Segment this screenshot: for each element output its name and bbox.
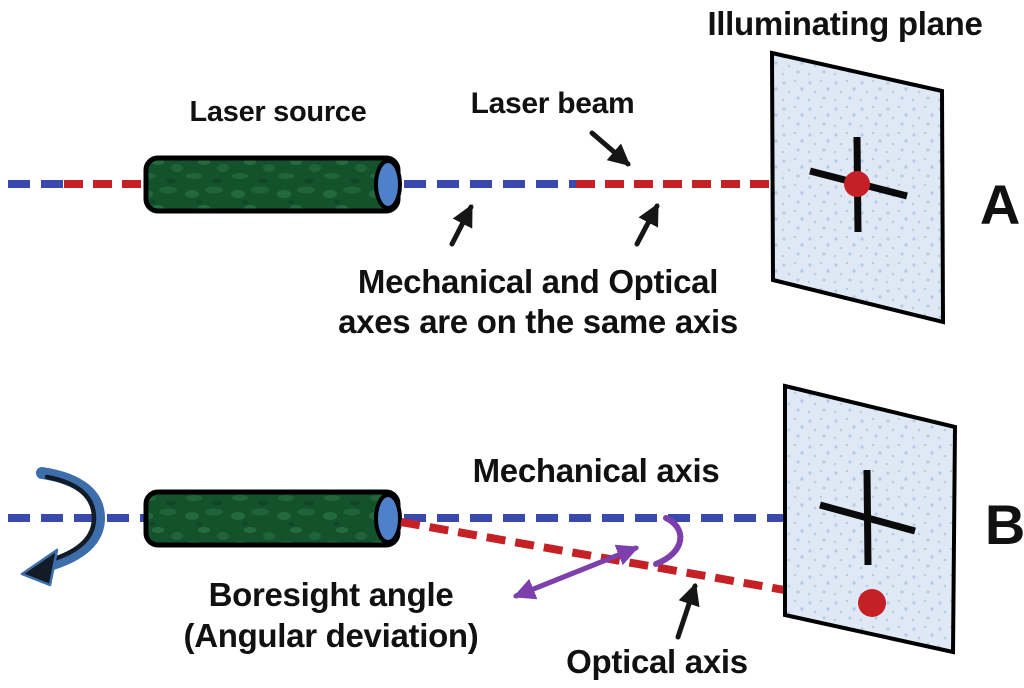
laser-source-cylinder-a xyxy=(143,155,401,214)
illuminating-plane-label: Illuminating plane xyxy=(707,5,983,42)
boresight-angle-arc xyxy=(653,515,684,567)
axes-caption-line2: axes are on the same axis xyxy=(338,303,738,340)
boresight-angle-label: Boresight angle (Angular deviation) xyxy=(161,574,501,656)
optical-axis-pointer-arrow xyxy=(675,582,700,640)
boresight-angle-line1: Boresight angle xyxy=(208,576,454,613)
axes-caption: Mechanical and Optical axes are on the s… xyxy=(318,262,758,342)
panel-b-graphics xyxy=(8,383,958,655)
mechanical-axis-label: Mechanical axis xyxy=(472,452,720,489)
axes-caption-line1: Mechanical and Optical xyxy=(357,263,719,300)
laser-aperture-b xyxy=(374,493,402,544)
caption-pointer-arrow-right xyxy=(634,203,660,247)
laser-beam-pointer-arrow xyxy=(589,130,631,167)
laser-beam-label: Laser beam xyxy=(470,87,635,120)
rotation-arrowhead xyxy=(20,548,59,587)
beam-spot-b xyxy=(858,589,886,617)
boresight-angle-line2: (Angular deviation) xyxy=(183,617,479,654)
panel-a-graphics xyxy=(8,50,946,325)
rotation-arrow-outer xyxy=(36,467,106,572)
laser-source-cylinder-b xyxy=(143,489,401,548)
caption-pointer-arrow-left xyxy=(449,204,474,247)
target-cross-b-horizontal xyxy=(819,501,916,535)
beam-spot-a xyxy=(844,171,870,197)
rotation-arrow-core xyxy=(44,474,97,562)
panel-b-letter: B xyxy=(984,493,1024,556)
laser-source-label: Laser source xyxy=(189,96,367,128)
boresight-angle-arrow xyxy=(512,544,640,600)
optical-axis-label: Optical axis xyxy=(566,643,748,680)
panel-a-letter: A xyxy=(979,173,1021,236)
laser-aperture-a xyxy=(374,159,402,210)
